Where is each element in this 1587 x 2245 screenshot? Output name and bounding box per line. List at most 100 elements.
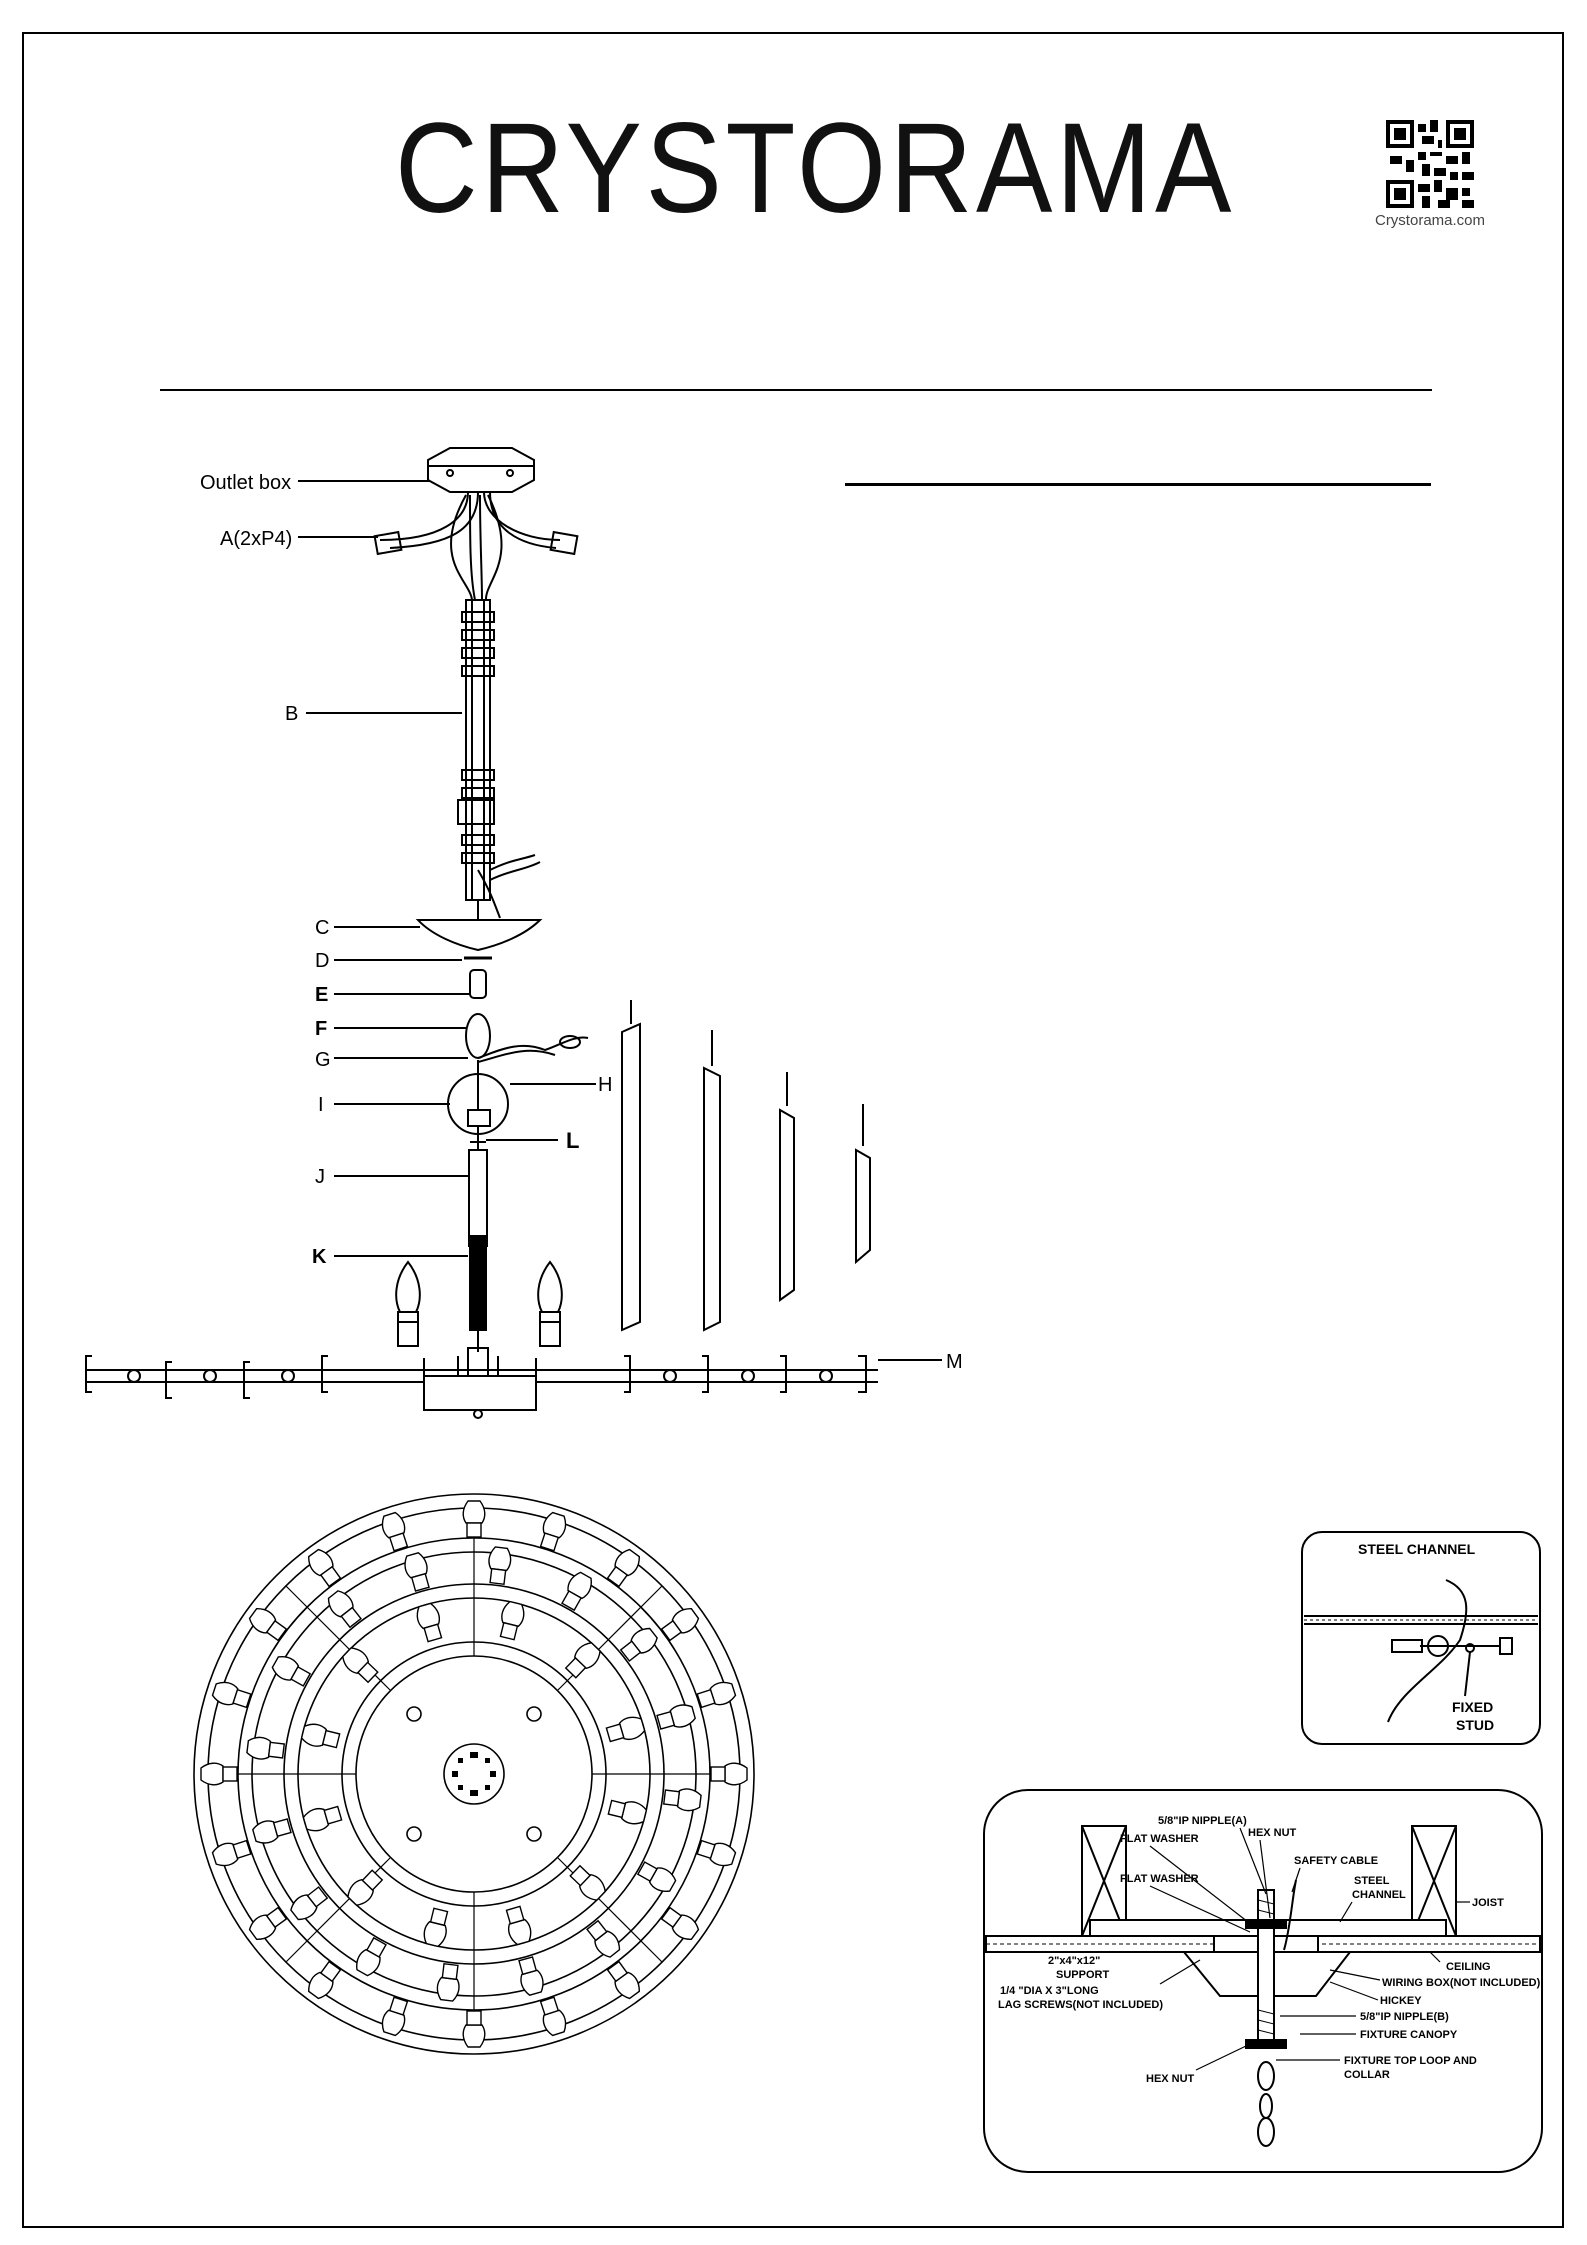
candle-bulb-left-icon — [395, 1260, 421, 1347]
candle-bulb-icon — [404, 1552, 430, 1592]
label-nipple-b: 5/8"IP NIPPLE(B) — [1360, 2011, 1449, 2023]
candle-bulb-icon — [660, 1906, 700, 1940]
candle-bulb-icon — [423, 1907, 449, 1948]
steel-channel-detail — [1301, 1531, 1541, 1745]
brand-logo: CRYSTORAMA — [395, 102, 1235, 232]
label-nipple-a: 5/8"IP NIPPLE(A) — [1158, 1815, 1247, 1827]
frame-ring — [85, 1347, 878, 1419]
label-lag-screws-1: 1/4 "DIA X 3"LONG — [1000, 1985, 1099, 1997]
candle-bulb-icon — [356, 1936, 387, 1977]
label-c: C — [315, 917, 329, 939]
candle-bulb-icon — [302, 1805, 343, 1832]
label-stud: STUD — [1456, 1717, 1494, 1733]
candle-bulb-icon — [539, 1511, 567, 1552]
label-support-size: 2"x4"x12" — [1048, 1955, 1100, 1967]
candle-bulb-icon — [606, 1548, 640, 1588]
candle-bulb-icon — [539, 1996, 567, 2037]
threaded-rod — [469, 1235, 487, 1331]
candle-bulb-icon — [211, 1839, 252, 1867]
label-flat-washer-1: FLAT WASHER — [1120, 1833, 1199, 1845]
crystal-strip-1 — [621, 1022, 641, 1332]
candle-bulb-icon — [347, 1869, 384, 1906]
candle-bulb-icon — [381, 1511, 409, 1552]
candle-bulb-icon — [710, 1762, 748, 1786]
candle-bulb-icon — [605, 1716, 646, 1743]
candle-bulb-icon — [636, 1861, 677, 1892]
candle-bulb-icon — [248, 1906, 288, 1940]
chain-stem — [457, 599, 541, 920]
label-i: I — [318, 1094, 324, 1116]
label-flat-washer-2: FLAT WASHER — [1120, 1873, 1199, 1885]
candle-bulb-icon — [200, 1762, 238, 1786]
candle-bulb-icon — [246, 1736, 286, 1760]
candle-bulb-icon — [300, 1723, 341, 1749]
candle-bulb-icon — [308, 1960, 342, 2000]
candle-bulb-icon — [271, 1656, 312, 1687]
label-outlet-box: Outlet box — [200, 472, 291, 494]
label-lag-screws-2: LAG SCREWS(NOT INCLUDED) — [998, 1999, 1163, 2011]
candle-bulb-icon — [436, 1962, 460, 2002]
connector-right-icon — [549, 530, 579, 556]
outlet-box — [427, 447, 535, 493]
label-h: H — [598, 1074, 612, 1096]
crystal-strip-2 — [703, 1066, 721, 1332]
qr-code-icon — [1386, 120, 1474, 208]
title-rule — [845, 483, 1431, 486]
label-hex-nut-top: HEX NUT — [1248, 1827, 1297, 1839]
label-ceiling: CEILING — [1446, 1961, 1491, 1973]
candle-bulb-icon — [606, 1960, 640, 2000]
candle-bulb-icon — [462, 2010, 486, 2048]
label-support: SUPPORT — [1056, 1969, 1109, 1981]
label-fixture-canopy: FIXTURE CANOPY — [1360, 2029, 1458, 2041]
label-d: D — [315, 950, 329, 972]
candle-bulb-icon — [211, 1681, 252, 1709]
candle-bulb-icon — [696, 1681, 737, 1709]
label-b: B — [285, 703, 298, 725]
canopy — [415, 919, 543, 952]
candle-bulb-icon — [505, 1905, 532, 1946]
candle-bulb-icon — [607, 1799, 648, 1825]
label-steel-channel: STEEL CHANNEL — [1358, 1541, 1476, 1557]
qr-caption: Crystorama.com — [1374, 212, 1486, 229]
label-collar: COLLAR — [1344, 2069, 1390, 2081]
candle-bulb-icon — [416, 1602, 443, 1643]
candle-bulb-icon — [248, 1608, 288, 1642]
label-joist: JOIST — [1472, 1897, 1504, 1909]
brand-logo-text: CRYSTORAMA — [395, 102, 1235, 232]
chain-link — [465, 1013, 491, 1059]
candle-bulb-icon — [381, 1996, 409, 2037]
label-hickey: HICKEY — [1380, 1995, 1422, 2007]
candle-bulb-icon — [656, 1704, 696, 1730]
candle-bulb-icon — [488, 1546, 512, 1586]
label-hex-nut-bottom: HEX NUT — [1146, 2073, 1195, 2085]
label-channel: CHANNEL — [1352, 1889, 1406, 1901]
label-safety-cable: SAFETY CABLE — [1294, 1855, 1378, 1867]
label-steel: STEEL — [1354, 1875, 1390, 1887]
label-j: J — [315, 1166, 325, 1188]
candle-bulb-icon — [499, 1600, 525, 1641]
candle-bulb-icon — [561, 1571, 592, 1612]
candle-bulb-icon — [586, 1919, 621, 1958]
center-tube — [468, 1149, 488, 1247]
crystal-strip-4 — [855, 1148, 871, 1265]
label-wiring-box: WIRING BOX(NOT INCLUDED) — [1382, 1977, 1541, 1989]
candle-bulb-icon — [696, 1839, 737, 1867]
top-view — [193, 1493, 755, 2055]
candle-bulb-icon — [342, 1647, 379, 1684]
candle-bulb-icon — [569, 1864, 606, 1901]
candle-bulb-icon — [660, 1608, 700, 1642]
candle-bulb-icon — [308, 1548, 342, 1588]
label-l: L — [566, 1128, 579, 1153]
connector-left-icon — [373, 530, 403, 556]
candle-bulb-icon — [290, 1886, 329, 1921]
label-fixed: FIXED — [1452, 1699, 1493, 1715]
label-m: M — [946, 1351, 963, 1373]
candle-bulb-icon — [462, 1500, 486, 1538]
candle-bulb-icon — [252, 1818, 292, 1844]
candle-bulb-icon — [619, 1627, 658, 1662]
header-rule — [160, 389, 1432, 391]
label-top-loop: FIXTURE TOP LOOP AND — [1344, 2055, 1477, 2067]
label-a: A(2xP4) — [220, 528, 292, 550]
label-e: E — [315, 984, 328, 1006]
